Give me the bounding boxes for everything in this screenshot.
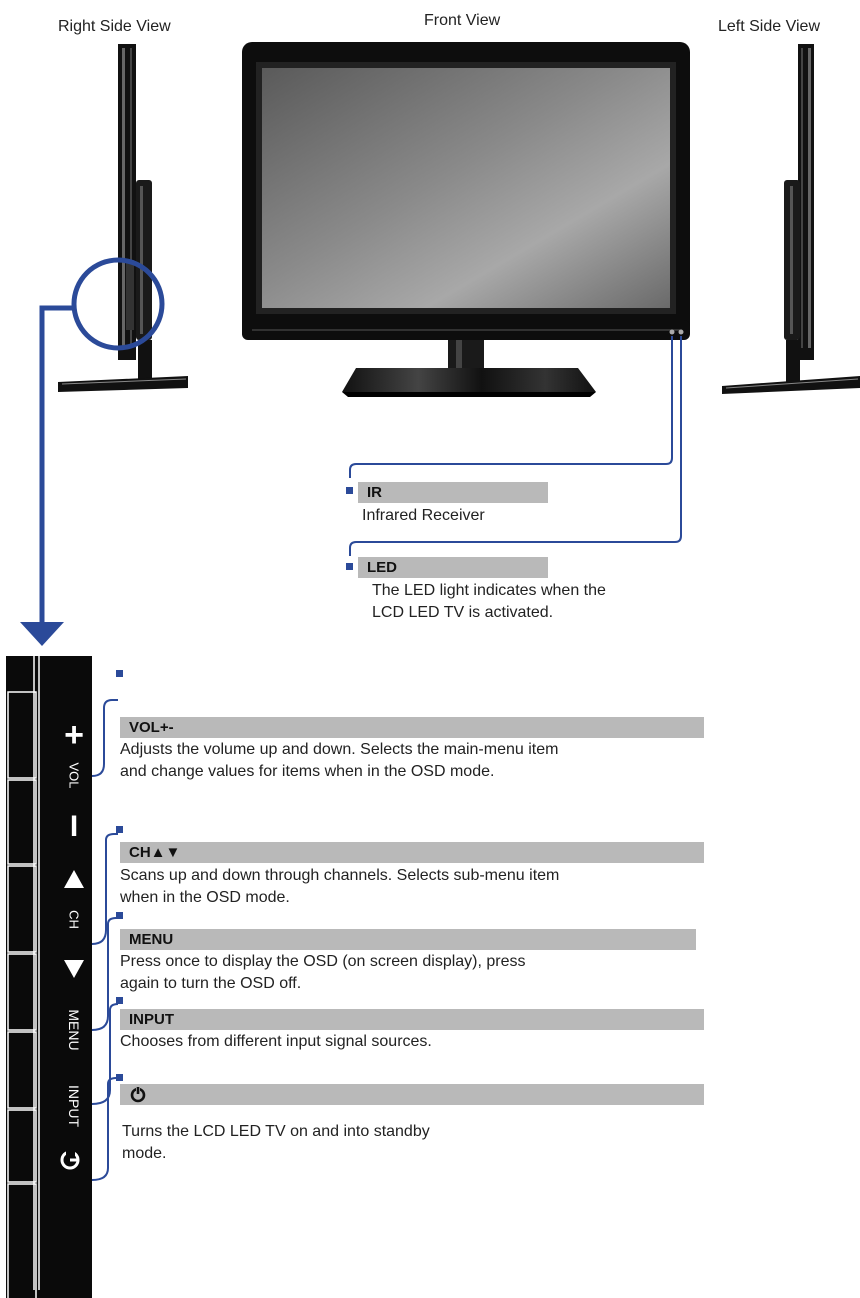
- ch-description-line-2: when in the OSD mode.: [120, 889, 290, 906]
- left-side-tv: [722, 44, 860, 394]
- menu-label: MENU: [66, 1009, 82, 1051]
- front-view-label: Front View: [424, 12, 501, 29]
- led-description-line-2: LCD LED TV is activated.: [372, 604, 554, 621]
- button-panel: [6, 656, 92, 1298]
- vol-minus-icon: I: [69, 810, 79, 843]
- front-tv: [242, 42, 690, 397]
- power-description-line-1: Turns the LCD LED TV on and into standby: [122, 1123, 430, 1140]
- left-side-view-label: Left Side View: [718, 18, 820, 35]
- right-side-view-label: Right Side View: [58, 18, 171, 35]
- input-label: INPUT: [66, 1085, 82, 1127]
- ch-title-bar: CH▲▼: [120, 842, 704, 863]
- ch-description-line-1: Scans up and down through channels. Sele…: [120, 867, 560, 884]
- menu-title-bar: MENU: [120, 929, 696, 950]
- power-button-icon: [60, 1150, 80, 1170]
- ch-up-triangle-icon: [64, 870, 84, 888]
- menu-description-line-2: again to turn the OSD off.: [120, 975, 302, 992]
- vol-plus-icon: +: [64, 716, 84, 754]
- ir-description: Infrared Receiver: [362, 507, 485, 524]
- right-side-tv: [58, 44, 188, 392]
- vol-title-bar: VOL+-: [120, 717, 704, 738]
- led-description-line-1: The LED light indicates when the: [372, 582, 606, 599]
- vol-label: VOL: [66, 762, 82, 789]
- ch-label: CH: [66, 910, 82, 929]
- power-title-bar: [120, 1084, 704, 1105]
- ir-title-bar: IR: [358, 482, 548, 503]
- vol-description-line-2: and change values for items when in the …: [120, 763, 495, 780]
- input-title-bar: INPUT: [120, 1009, 704, 1030]
- led-title-bar: LED: [358, 557, 548, 578]
- vol-description-line-1: Adjusts the volume up and down. Selects …: [120, 741, 559, 758]
- input-description-line-1: Chooses from different input signal sour…: [120, 1033, 432, 1050]
- power-description-line-2: mode.: [122, 1145, 167, 1162]
- menu-description-line-1: Press once to display the OSD (on screen…: [120, 953, 526, 970]
- power-icon: [130, 1085, 146, 1102]
- ch-down-triangle-icon: [64, 960, 84, 978]
